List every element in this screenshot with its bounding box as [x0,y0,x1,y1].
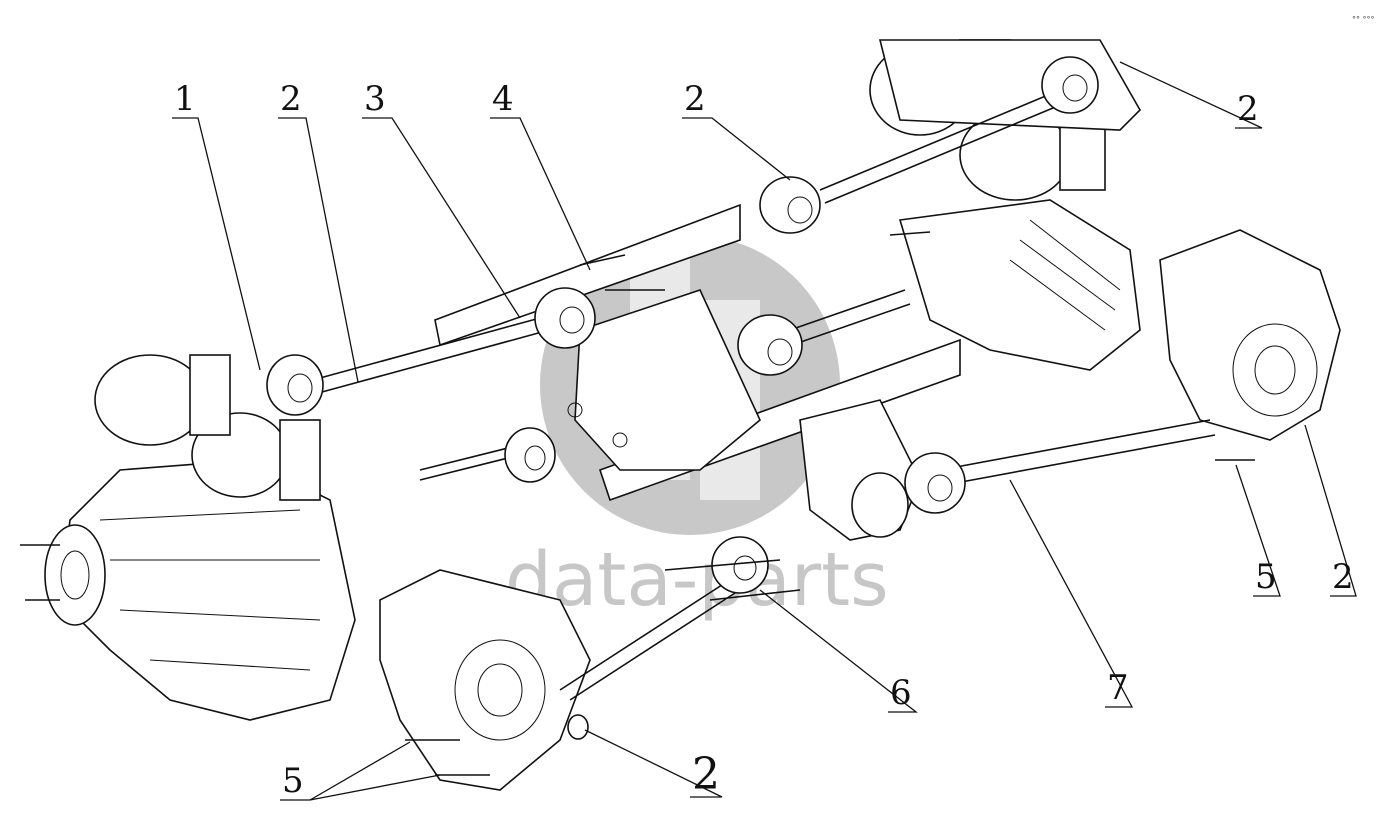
bushing-bottom [567,714,589,740]
reaction-rods [319,89,1216,701]
joint-left-upper [266,354,324,416]
callout-2-top-mid: 2 [684,79,706,119]
joint-left-lower [504,427,556,483]
corner-mark: °° °°° [1352,15,1375,24]
callout-1: 1 [174,79,196,119]
joint-top-right [1041,56,1099,114]
joint-rod6 [711,536,769,594]
callout-labels: 1 2 3 4 2 2 5 2 7 6 2 5 [174,79,1354,801]
right-hub-housing [1159,229,1341,461]
callout-7: 7 [1107,668,1129,708]
rear-differential [799,399,921,541]
callout-5-right: 5 [1255,557,1277,597]
callout-5-bottom-left: 5 [282,761,304,801]
callout-2-top-left: 2 [280,79,302,119]
right-drive-unit [869,39,1141,371]
callout-2-right: 2 [1332,557,1354,597]
joint-right-upper [759,176,821,234]
center-crossmember [434,203,961,502]
callout-3: 3 [364,79,386,119]
callout-6: 6 [890,673,912,713]
callout-4: 4 [492,79,514,119]
callout-2-top-right: 2 [1237,89,1259,129]
left-drive-unit [20,354,356,721]
watermark-text: data-parts [505,537,889,623]
joint-center-upper [534,287,596,349]
joint-rod7 [904,452,966,514]
rod-joints [266,56,1099,740]
left-hub-housing [379,569,591,791]
callout-2-bottom: 2 [692,749,720,800]
leader-lines [172,61,1357,801]
